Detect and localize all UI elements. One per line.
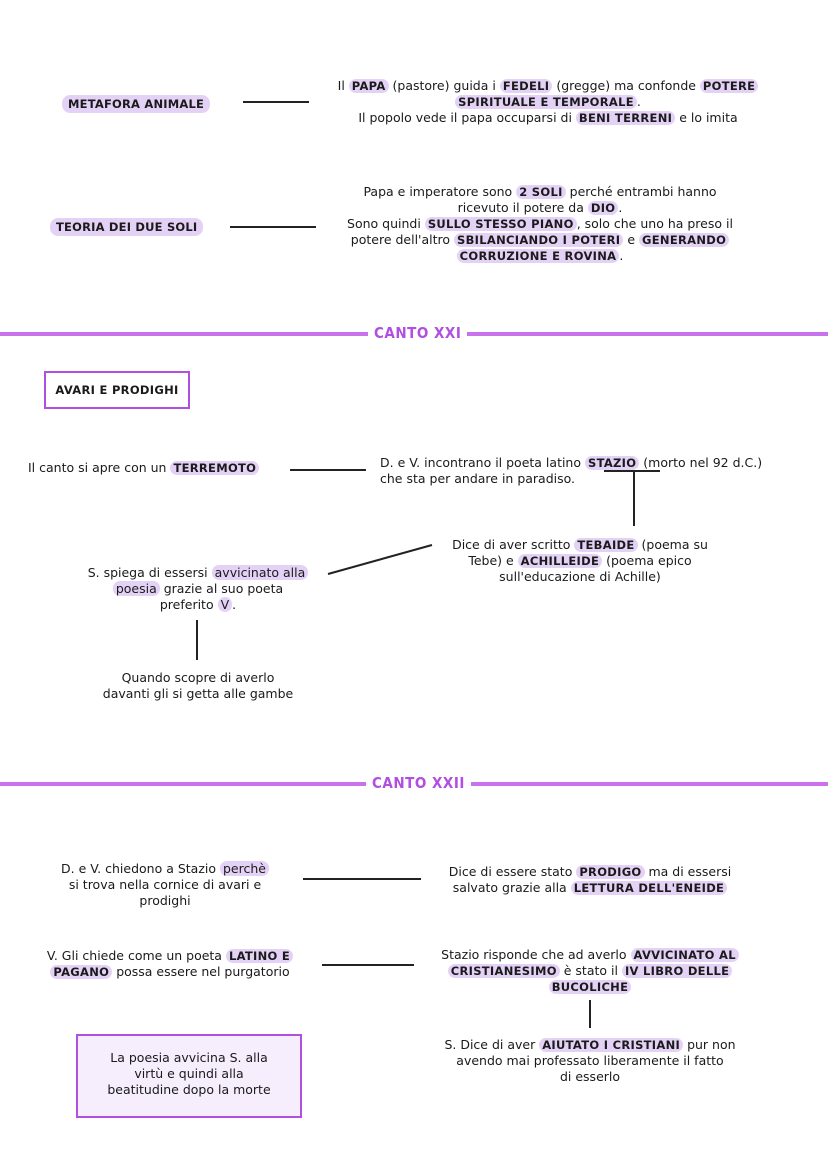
teoria-due-soli-label: TEORIA DEI DUE SOLI <box>50 218 204 236</box>
aiutato-text: S. Dice di aver AIUTATO I CRISTIANI pur … <box>444 1037 736 1084</box>
prodigo-text: Dice di essere stato PRODIGO ma di esser… <box>448 864 732 895</box>
connector-line <box>243 101 309 103</box>
canto-xxi-title: CANTO XXI <box>368 324 468 342</box>
connector-line <box>633 470 635 526</box>
connector-line <box>230 226 316 228</box>
cristianesimo-text: Stazio risponde che ad averlo AVVICINATO… <box>420 947 760 995</box>
avari-prodighi-box: AVARI E PRODIGHI <box>44 371 190 409</box>
poesia-text: S. spiega di essersi avvicinato alla poe… <box>70 565 326 613</box>
canto-xxii-title: CANTO XXII <box>366 774 471 792</box>
connector-line <box>589 1000 591 1028</box>
terremoto-text: Il canto si apre con un TERREMOTO <box>28 460 298 476</box>
connector-line <box>604 470 660 472</box>
gambe-text: Quando scopre di averlo davanti gli si g… <box>102 670 294 701</box>
perche-text: D. e V. chiedono a Stazio perchè si trov… <box>40 861 290 909</box>
diagonal-connector <box>327 544 433 575</box>
connector-line <box>322 964 414 966</box>
connector-line <box>290 469 366 471</box>
tebaide-text: Dice di aver scritto TEBAIDE (poema su T… <box>452 537 708 584</box>
connector-line <box>303 878 421 880</box>
metafora-animale-label: METAFORA ANIMALE <box>62 95 211 113</box>
due-soli-text: Papa e imperatore sono 2 SOLI perché ent… <box>347 184 733 263</box>
poesia-beatitudine-box: La poesia avvicina S. alla virtù e quind… <box>76 1034 302 1118</box>
avari-prodighi-label: AVARI E PRODIGHI <box>55 383 179 397</box>
connector-line <box>196 620 198 660</box>
stazio-incontro-text: D. e V. incontrano il poeta latino STAZI… <box>380 455 763 486</box>
metafora-text: Il PAPA (pastore) guida i FEDELI (gregge… <box>318 78 778 126</box>
latino-pagano-text: V. Gli chiede come un poeta LATINO E PAG… <box>30 948 310 980</box>
poesia-beatitudine-text: La poesia avvicina S. alla virtù e quind… <box>107 1050 271 1097</box>
